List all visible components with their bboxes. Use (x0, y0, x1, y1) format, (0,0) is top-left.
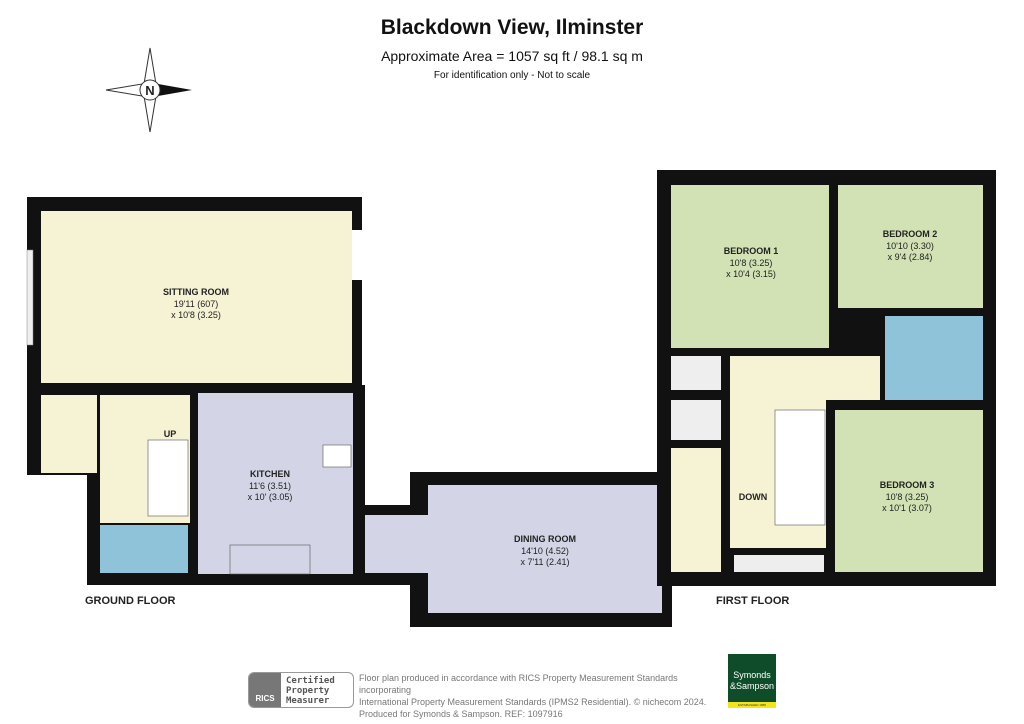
brand-line: Symonds (733, 670, 771, 680)
compass-rose-icon: N (105, 47, 192, 133)
cert-line: Certified (286, 676, 335, 686)
room-dimension: x 10'8 (3.25) (171, 310, 221, 320)
landing (730, 356, 880, 400)
stairs-label: DOWN (739, 492, 768, 502)
brand-line: &Sampson (729, 681, 775, 691)
wc (100, 525, 188, 573)
cupboard (734, 555, 824, 572)
bathroom (885, 316, 983, 400)
room-dimension: x 9'4 (2.84) (888, 252, 933, 262)
footer-disclaimer: Floor plan produced in accordance with R… (359, 672, 729, 720)
floor-label: GROUND FLOOR (85, 595, 175, 607)
symonds-sampson-logo: Symonds&Sampson ESTABLISHED 1858 (728, 654, 776, 708)
dining-room (428, 485, 662, 613)
compass-north-letter: N (145, 83, 154, 98)
bedroom-2 (838, 185, 983, 308)
room-name: BEDROOM 2 (883, 229, 938, 239)
first-floor-plan: BEDROOM 1 10'8 (3.25) x 10'4 (3.15) BEDR… (657, 170, 996, 607)
staircase-ground (147, 439, 189, 517)
ground-floor-plan: SITTING ROOM 19'11 (607) x 10'8 (3.25) K… (26, 197, 672, 627)
area-subtitle: Approximate Area = 1057 sq ft / 98.1 sq … (381, 48, 643, 64)
room-dimension: x 10' (3.05) (248, 492, 293, 502)
room-dimension: x 10'4 (3.15) (726, 269, 776, 279)
footer-line: Produced for Symonds & Sampson. REF: 109… (359, 709, 563, 719)
sitting-room (41, 211, 352, 383)
rics-logo: RICS (249, 673, 281, 707)
brand-tag: ESTABLISHED 1858 (728, 702, 776, 708)
room-dimension: 14'10 (4.52) (521, 546, 569, 556)
room-name: KITCHEN (250, 469, 290, 479)
room-name: DINING ROOM (514, 534, 576, 544)
room-dimension: 10'8 (3.25) (730, 258, 773, 268)
window (26, 249, 34, 346)
footer-line: Floor plan produced in accordance with R… (359, 673, 678, 695)
room-dimension: x 10'1 (3.07) (882, 503, 932, 513)
room-name: BEDROOM 3 (880, 480, 935, 490)
stairs-label: UP (164, 429, 177, 439)
bedroom-3 (835, 410, 983, 572)
room-name: BEDROOM 1 (724, 246, 779, 256)
room-dimension: x 7'11 (2.41) (520, 557, 569, 567)
staircase-first (774, 409, 826, 526)
sink (322, 444, 352, 468)
kitchen (198, 393, 353, 574)
cupboard (671, 400, 721, 440)
room-dimension: 11'6 (3.51) (249, 481, 291, 491)
room-dimension: 10'8 (3.25) (886, 492, 929, 502)
cupboard (671, 356, 721, 390)
room-name: SITTING ROOM (163, 287, 229, 297)
footer-line: International Property Measurement Stand… (359, 697, 707, 707)
bedroom-1 (671, 185, 829, 348)
disclaimer-note: For identification only - Not to scale (433, 70, 591, 81)
rics-certified-badge: RICS Certified Property Measurer (248, 672, 354, 708)
room-dimension: 19'11 (607) (174, 299, 219, 309)
porch (41, 395, 97, 473)
floor-label: FIRST FLOOR (716, 595, 789, 607)
page-title: Blackdown View, Ilminster (380, 16, 644, 39)
cert-line: Property (286, 686, 330, 696)
room-dimension: 10'10 (3.30) (886, 241, 934, 251)
hob (229, 544, 311, 575)
cert-line: Measurer (286, 696, 330, 706)
